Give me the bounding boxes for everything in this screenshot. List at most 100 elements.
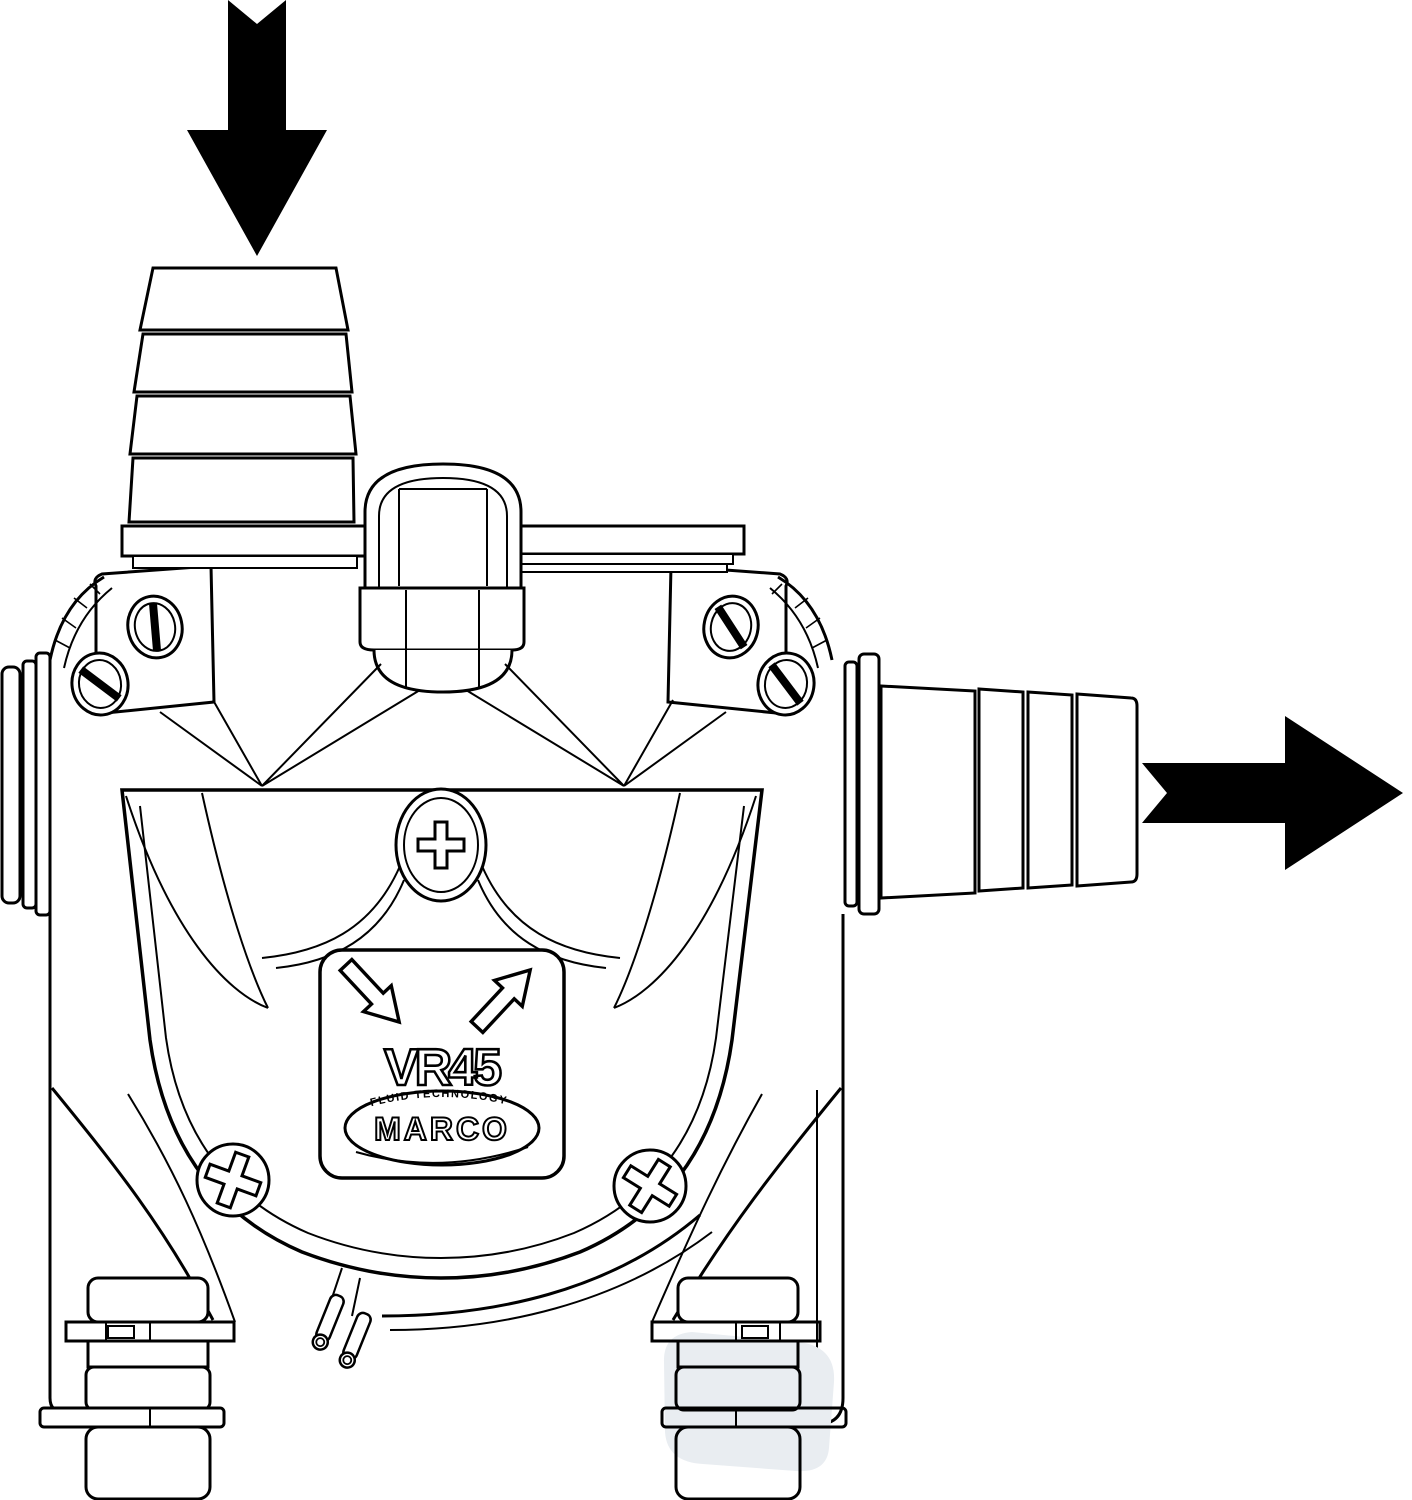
reversible-flow-arrow-right-icon — [468, 967, 533, 1035]
right-chamfer-outer — [777, 575, 834, 661]
inlet-assembly — [120, 0, 746, 573]
body-right-edge — [817, 914, 845, 1426]
terminal-pins — [311, 1267, 372, 1369]
housing-screw-bottom-right — [756, 651, 816, 717]
outlet-flange-ring-inner — [843, 660, 859, 908]
arrow-outline — [468, 967, 533, 1035]
screw-slot — [148, 602, 162, 652]
bracket-strip-slot — [741, 1325, 769, 1339]
brand-logo-ellipse — [343, 1089, 541, 1167]
left-corner-block — [48, 564, 216, 717]
top-flange-right-strip2 — [507, 563, 728, 573]
screw-slot — [768, 662, 804, 706]
foot-rubber-block — [674, 1365, 802, 1412]
top-flange-left-strip — [132, 555, 358, 569]
foot-top-block — [676, 1276, 800, 1324]
cover-screw-bottom-right — [612, 1148, 688, 1224]
screw-slot — [714, 604, 748, 650]
foot-bottom-block — [674, 1425, 802, 1500]
left-foot — [38, 1276, 236, 1500]
foot-rubber-block — [84, 1365, 212, 1412]
screw-slot — [78, 666, 122, 702]
housing-screw-bottom-left — [70, 651, 130, 717]
housing-screw-top-left — [126, 594, 184, 660]
right-bracket-arm-inner — [651, 1093, 763, 1323]
cover-scallop-right — [477, 865, 621, 969]
foot-top-block — [86, 1276, 210, 1324]
pin-tip — [338, 1351, 357, 1369]
bracket-strip-ticks — [105, 1322, 151, 1341]
outlet-hose-barb — [879, 684, 1139, 900]
inlet-hose-barb — [127, 266, 358, 524]
right-chamfer-inner — [769, 587, 819, 669]
top-flange-right — [485, 524, 746, 556]
cap-dome-bottom — [372, 649, 514, 694]
cover-right-wing — [613, 792, 757, 1009]
right-foot — [650, 1276, 848, 1500]
left-port-ring-outer — [0, 665, 22, 905]
cover-screw-bottom-left — [195, 1142, 271, 1218]
cap-arch-inner — [378, 476, 508, 588]
cover-screw-top — [394, 787, 488, 903]
cover-scallop-left — [261, 865, 405, 969]
right-corner-block — [666, 564, 834, 717]
housing-screw-top-right — [702, 594, 760, 660]
left-chamfer-outer — [48, 575, 105, 661]
body-left-edge — [48, 655, 65, 1414]
outlet-assembly — [843, 652, 1403, 916]
pump-housing — [0, 564, 845, 1426]
barb-segment — [132, 332, 354, 394]
mounting-feet — [38, 1267, 848, 1500]
foot-base-plate — [38, 1406, 226, 1429]
left-port-flange — [0, 651, 52, 917]
barb-segment — [128, 394, 358, 456]
foot-mid-section — [86, 1339, 210, 1369]
left-bracket-arm-inner — [127, 1093, 236, 1323]
bracket-strip-slot — [107, 1325, 135, 1339]
top-flange-left — [120, 524, 370, 558]
phillips-cross-icon — [203, 1150, 263, 1210]
top-flange-right-strip1 — [498, 553, 734, 565]
left-chamfer-inner — [63, 587, 113, 669]
cap-collar-facets — [405, 590, 480, 688]
brand-name-text: MARCO — [374, 1111, 510, 1147]
pin-tip-hole — [342, 1355, 353, 1366]
facet-lines-left — [159, 663, 421, 787]
outlet-flow-arrow-right-icon — [1142, 716, 1403, 870]
terminal-pin — [338, 1311, 372, 1369]
outlet-flange-ring-outer — [857, 652, 881, 916]
inlet-flow-arrow-down-icon — [187, 0, 327, 256]
left-port-ring-inner — [34, 651, 52, 917]
facet-lines-right — [465, 663, 727, 787]
cap-collar — [358, 586, 526, 652]
label-plate: VR45 FLUID TECHNOLOGY MARCO — [318, 948, 566, 1180]
barb-segment — [879, 684, 977, 900]
pin-leads — [331, 1267, 361, 1317]
barb-segment — [127, 456, 356, 524]
cover-left-wing — [125, 792, 269, 1009]
pin-tip — [311, 1333, 330, 1351]
right-chamfer-ticks — [771, 583, 828, 649]
harness-curve-inner — [389, 1231, 713, 1331]
barb-segment — [1075, 692, 1139, 888]
bracket-strip-ticks — [735, 1322, 781, 1341]
left-chamfer-ticks — [54, 583, 101, 649]
brand-logo-swoosh — [355, 1146, 529, 1164]
model-label-text: VR45 — [384, 1039, 501, 1097]
terminal-pin — [311, 1293, 345, 1351]
cap-hex-facets — [398, 488, 488, 586]
harness-curve-outer — [381, 1213, 701, 1318]
barb-segment — [1026, 690, 1074, 890]
shade-blob — [663, 1332, 835, 1472]
phillips-cross-icon — [621, 1157, 679, 1215]
reversible-flow-arrow-left-icon — [337, 957, 402, 1025]
priming-cap — [358, 462, 526, 694]
left-port-ring-mid — [21, 659, 38, 910]
pin-tip-hole — [315, 1337, 326, 1348]
barb-segment — [977, 687, 1025, 893]
arrow-outline — [337, 957, 402, 1025]
brand-logo: FLUID TECHNOLOGY MARCO — [343, 1088, 541, 1167]
foot-bottom-block — [84, 1425, 212, 1500]
